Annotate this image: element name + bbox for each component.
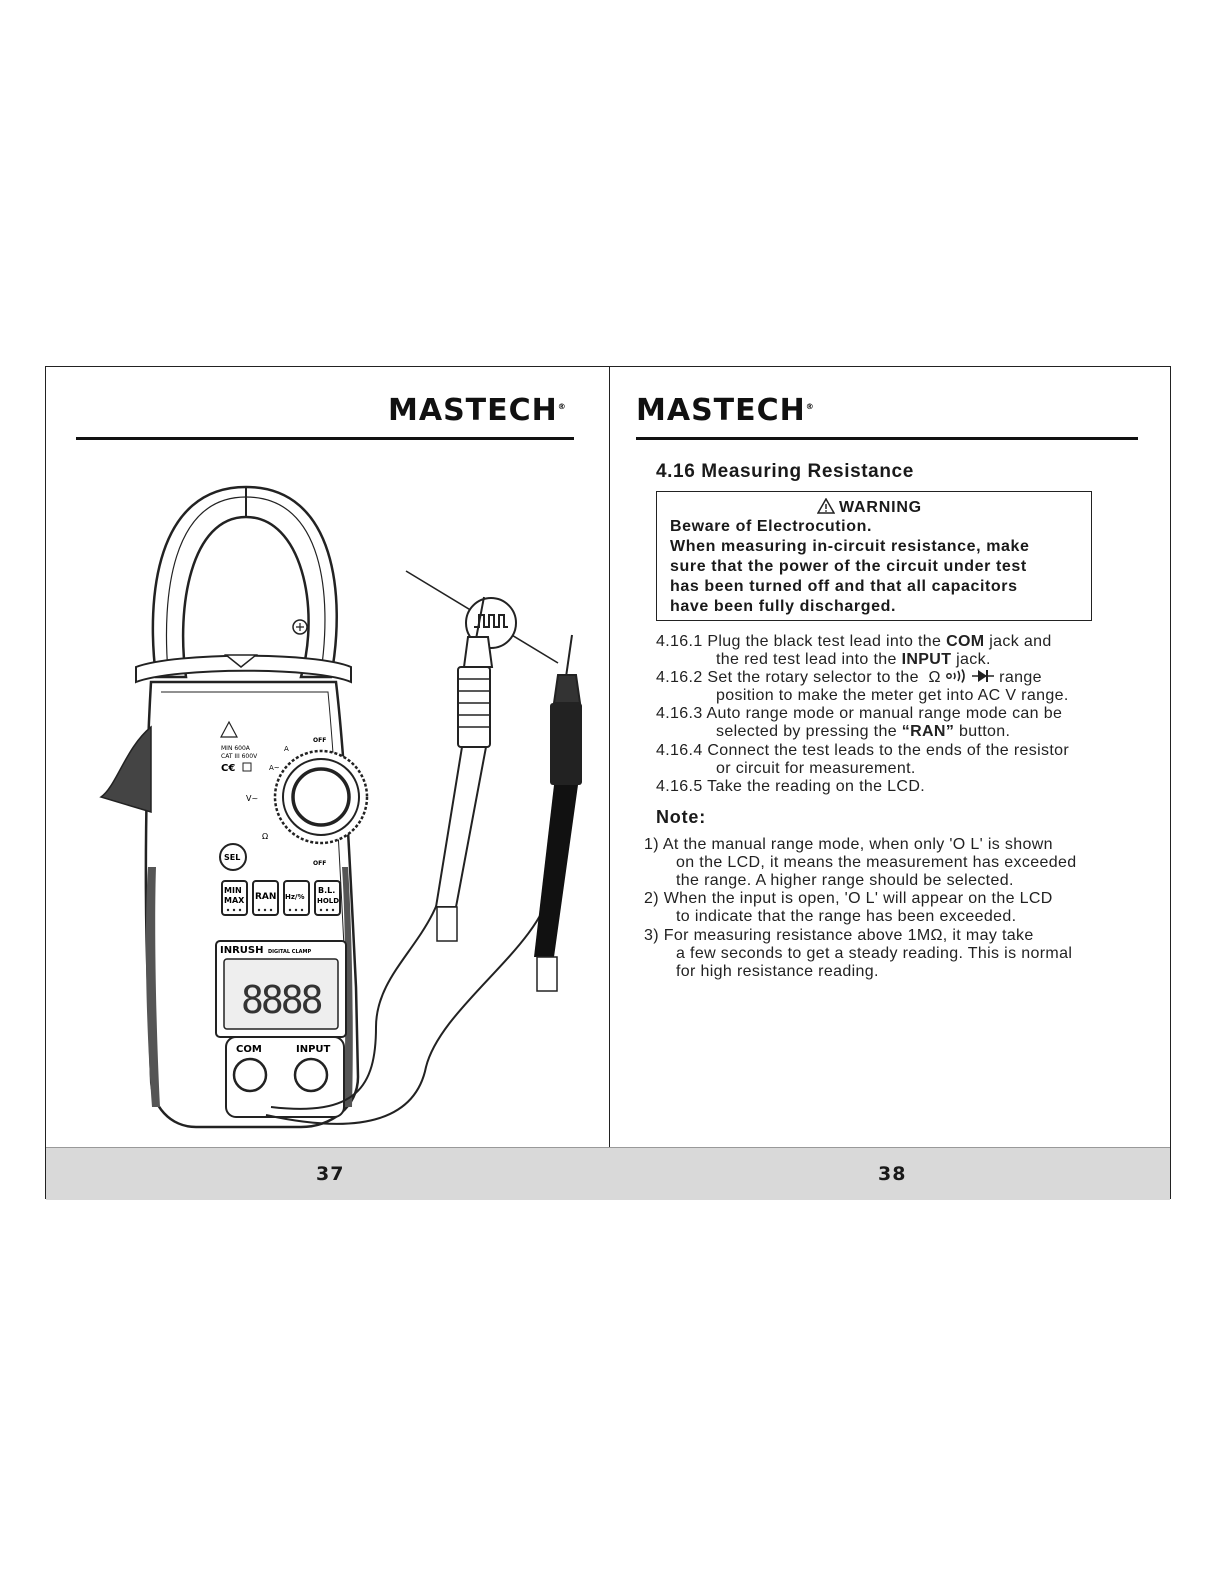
warning-line: When measuring in-circuit resistance, ma…: [670, 538, 1030, 555]
continuity-icon: [945, 669, 965, 683]
note-line: on the LCD, it means the measurement has…: [676, 854, 1077, 871]
step-4-16-2: 4.16.2 Set the rotary selector to the Ω …: [656, 669, 1042, 686]
step-4-16-3-cont: selected by pressing the “RAN” button.: [716, 723, 1011, 740]
step-4-16-1-cont: the red test lead into the INPUT jack.: [716, 651, 991, 668]
note-line: 2) When the input is open, 'O L' will ap…: [644, 890, 1053, 907]
svg-text:V~: V~: [246, 794, 258, 803]
rating-line-2: CAT III 600V: [221, 753, 258, 760]
step-4-16-3: 4.16.3 Auto range mode or manual range m…: [656, 705, 1063, 722]
page-divider: [609, 367, 610, 1147]
right-page-number: 38: [878, 1163, 907, 1185]
warning-triangle-icon: [816, 497, 836, 514]
rating-line-1: MIN 600A: [221, 745, 251, 752]
note-line: 1) At the manual range mode, when only '…: [644, 836, 1053, 853]
function-buttons: MIN MAX RAN Hz/% B.L. HOLD: [221, 880, 341, 916]
note-line: 3) For measuring resistance above 1MΩ, i…: [644, 927, 1034, 944]
warning-line: Beware of Electrocution.: [670, 518, 872, 535]
black-probe: [534, 634, 582, 992]
com-jack: [232, 1057, 268, 1093]
svg-text:C€: C€: [221, 763, 235, 774]
step-4-16-2-cont: position to make the meter get into AC V…: [716, 687, 1069, 704]
step-4-16-4: 4.16.4 Connect the test leads to the end…: [656, 742, 1070, 759]
right-brand-logo: MASTECH®: [636, 393, 814, 428]
warning-line: has been turned off and that all capacit…: [670, 578, 1018, 595]
section-title: 4.16 Measuring Resistance: [656, 461, 914, 482]
lcd-title: INRUSH: [220, 945, 263, 956]
svg-text:OFF: OFF: [313, 737, 326, 744]
warning-box: WARNING Beware of Electrocution. When me…: [656, 491, 1092, 621]
manual-spread: MASTECH® MIN 600A CAT III 600V C€: [45, 366, 1171, 1200]
svg-text:Hz/%: Hz/%: [285, 893, 305, 901]
warning-heading: WARNING: [816, 497, 922, 517]
svg-text:RAN: RAN: [255, 892, 276, 902]
diode-icon: [972, 670, 995, 682]
svg-text:MIN: MIN: [224, 886, 242, 895]
left-brand-logo: MASTECH®: [388, 393, 566, 428]
step-4-16-1: 4.16.1 Plug the black test lead into the…: [656, 633, 1052, 650]
svg-text:HOLD: HOLD: [317, 897, 339, 905]
note-line: for high resistance reading.: [676, 963, 879, 980]
note-line: a few seconds to get a steady reading. T…: [676, 945, 1073, 962]
step-4-16-4-cont: or circuit for measurement.: [716, 760, 916, 777]
sel-button: SEL: [224, 853, 240, 862]
svg-text:MAX: MAX: [224, 896, 245, 905]
right-header-rule: [636, 437, 1138, 440]
resistor-symbol-icon: [465, 597, 517, 649]
warning-line: sure that the power of the circuit under…: [670, 558, 1027, 575]
lcd-digits: 8888: [241, 978, 322, 1022]
clamp-meter-illustration: MIN 600A CAT III 600V C€ OFF OFF A A~ V~…: [99, 485, 582, 1129]
svg-text:OFF: OFF: [313, 860, 326, 867]
page-footer: 37 38: [46, 1147, 1170, 1200]
red-probe: [434, 596, 494, 942]
svg-text:A: A: [284, 745, 289, 753]
input-label: INPUT: [296, 1044, 331, 1055]
note-title: Note:: [656, 807, 706, 827]
warning-line: have been fully discharged.: [670, 598, 897, 615]
svg-text:DIGITAL CLAMP: DIGITAL CLAMP: [268, 949, 311, 955]
left-page-number: 37: [316, 1163, 345, 1185]
com-label: COM: [236, 1044, 262, 1055]
note-line: the range. A higher range should be sele…: [676, 872, 1014, 889]
svg-text:Ω: Ω: [262, 832, 268, 841]
svg-text:B.L.: B.L.: [318, 886, 335, 895]
step-4-16-5: 4.16.5 Take the reading on the LCD.: [656, 778, 926, 795]
left-header-rule: [76, 437, 574, 440]
note-line: to indicate that the range has been exce…: [676, 908, 1017, 925]
input-jack: [293, 1057, 329, 1093]
svg-text:A~: A~: [269, 764, 280, 772]
